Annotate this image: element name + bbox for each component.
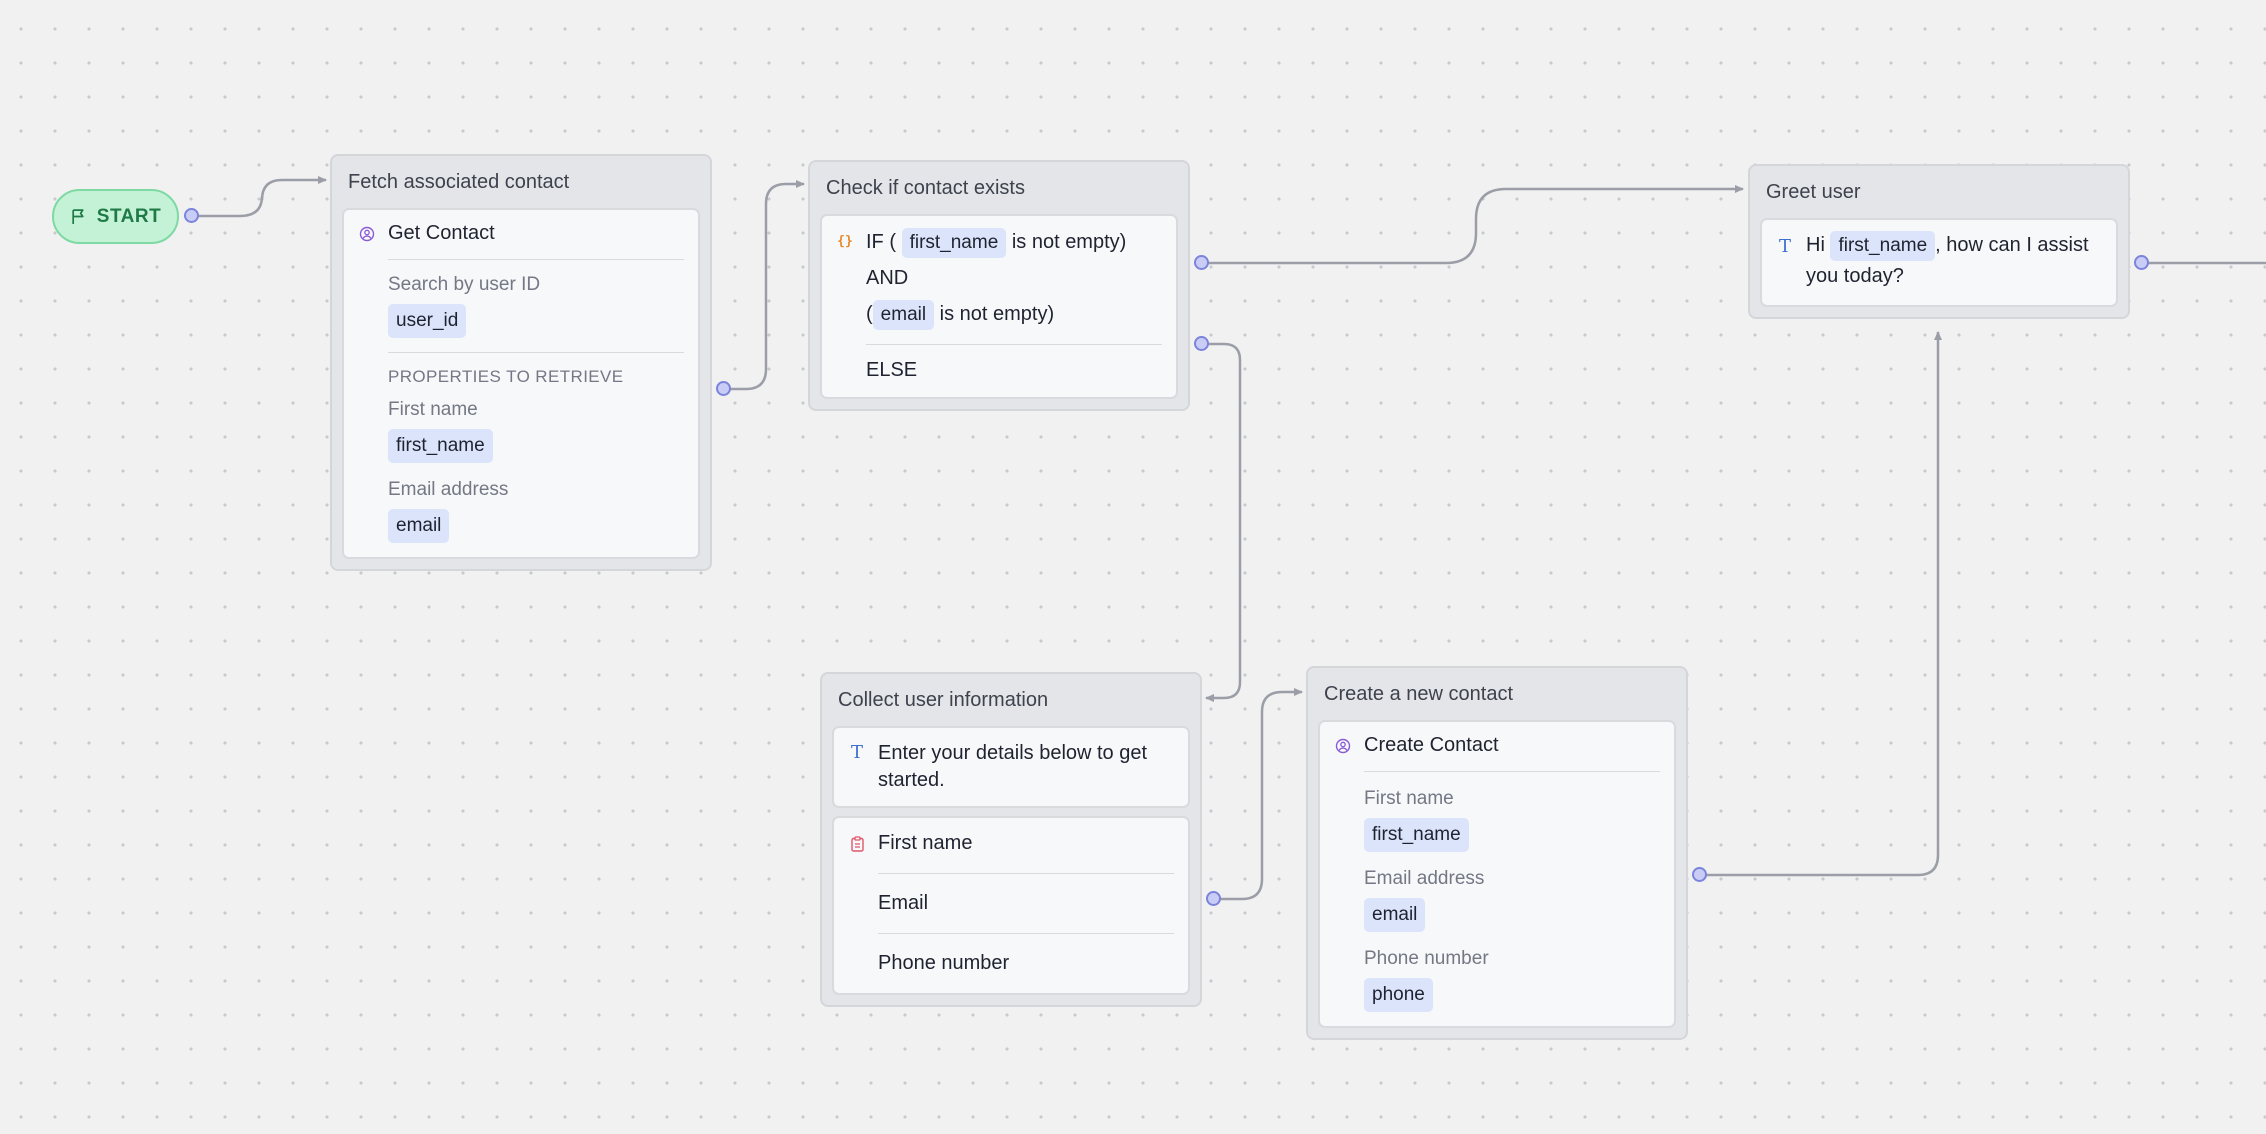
condition-text: is not empty) AND — [866, 231, 1127, 289]
curly-braces-icon: {} — [837, 234, 853, 249]
condition-text: ( — [866, 303, 873, 325]
create-contact-card[interactable]: Create Contact First name first_name Ema… — [1318, 720, 1676, 1028]
output-port[interactable] — [184, 208, 199, 223]
condition-text: IF ( — [866, 231, 896, 253]
user-circle-icon — [1334, 738, 1352, 754]
form-field[interactable]: Phone number — [878, 952, 1010, 974]
node-collect-user-information[interactable]: Collect user information T Enter your de… — [820, 672, 1202, 1007]
else-branch[interactable]: ELSE — [866, 359, 918, 381]
divider — [866, 344, 1162, 345]
property-label: First name — [1364, 788, 1454, 809]
variable-chip-email[interactable]: email — [872, 300, 935, 330]
text-t-icon: T — [850, 742, 863, 763]
property-label: Phone number — [1364, 948, 1489, 969]
clipboard-icon — [848, 835, 866, 852]
edge-fetch-to-check — [724, 180, 805, 391]
form-field[interactable]: First name — [878, 832, 973, 854]
variable-chip-email[interactable]: email — [1364, 898, 1426, 932]
condition-text: is not empty) — [939, 303, 1055, 325]
node-check-if-contact-exists[interactable]: Check if contact exists {} IF ( first_na… — [808, 160, 1190, 411]
divider — [878, 873, 1174, 874]
form-card[interactable]: First name Email Phone number — [832, 816, 1190, 995]
start-label: START — [96, 205, 162, 227]
edge-check-else-to-collect — [1202, 342, 1242, 702]
user-circle-icon — [358, 226, 376, 242]
node-create-a-new-contact[interactable]: Create a new contact Create Contact Firs… — [1306, 666, 1688, 1040]
variable-chip-email[interactable]: email — [388, 509, 450, 543]
node-title: Create a new contact — [1324, 682, 1513, 705]
variable-chip-first-name[interactable]: first_name — [901, 228, 1007, 258]
output-port[interactable] — [1206, 891, 1221, 906]
text-t-icon: T — [1778, 236, 1791, 257]
property-label: Email address — [388, 479, 509, 500]
node-title: Collect user information — [838, 688, 1049, 711]
edge-start-to-fetch — [192, 176, 327, 218]
variable-chip-first-name[interactable]: first_name — [1830, 231, 1936, 261]
search-label: Search by user ID — [388, 274, 541, 295]
action-name: Create Contact — [1364, 734, 1499, 756]
intro-text-card[interactable]: T Enter your details below to get starte… — [832, 726, 1190, 808]
divider — [1364, 771, 1660, 772]
edge-collect-to-create — [1214, 688, 1303, 901]
variable-chip-first-name[interactable]: first_name — [1364, 818, 1469, 852]
output-port[interactable] — [1692, 867, 1707, 882]
edge-create-to-greet — [1701, 331, 1942, 877]
message-text: you today? — [1806, 265, 1904, 287]
property-label: First name — [388, 399, 478, 420]
message-text: Hi — [1806, 234, 1825, 256]
intro-text: started. — [878, 769, 945, 791]
divider — [388, 352, 684, 353]
intro-text: Enter your details below to get — [878, 742, 1148, 764]
message-card[interactable]: T Hi first_name, how can I assist you to… — [1760, 218, 2118, 307]
edge-check-if-to-greet — [1202, 185, 1744, 265]
action-name: Get Contact — [388, 222, 495, 244]
node-title: Fetch associated contact — [348, 170, 570, 193]
form-field[interactable]: Email — [878, 892, 929, 914]
variable-chip-user-id[interactable]: user_id — [388, 304, 467, 338]
node-title: Greet user — [1766, 180, 1861, 203]
property-label: Email address — [1364, 868, 1485, 889]
output-port[interactable] — [716, 381, 731, 396]
get-contact-card[interactable]: Get Contact Search by user ID user_id PR… — [342, 208, 700, 559]
else-output-port[interactable] — [1194, 336, 1209, 351]
node-greet-user[interactable]: Greet user T Hi first_name, how can I as… — [1748, 164, 2130, 319]
condition-card[interactable]: {} IF ( first_name is not empty) AND (em… — [820, 214, 1178, 399]
start-node[interactable]: START — [52, 189, 179, 244]
node-title: Check if contact exists — [826, 176, 1025, 199]
divider — [388, 259, 684, 260]
variable-chip-first-name[interactable]: first_name — [388, 429, 493, 463]
node-fetch-associated-contact[interactable]: Fetch associated contact Get Contact Sea… — [330, 154, 712, 571]
if-output-port[interactable] — [1194, 255, 1209, 270]
divider — [878, 933, 1174, 934]
flag-icon — [72, 209, 84, 224]
output-port[interactable] — [2134, 255, 2149, 270]
variable-chip-phone[interactable]: phone — [1364, 978, 1433, 1012]
properties-heading: PROPERTIES TO RETRIEVE — [388, 367, 624, 386]
message-text: , how can I assist — [1935, 234, 2089, 256]
